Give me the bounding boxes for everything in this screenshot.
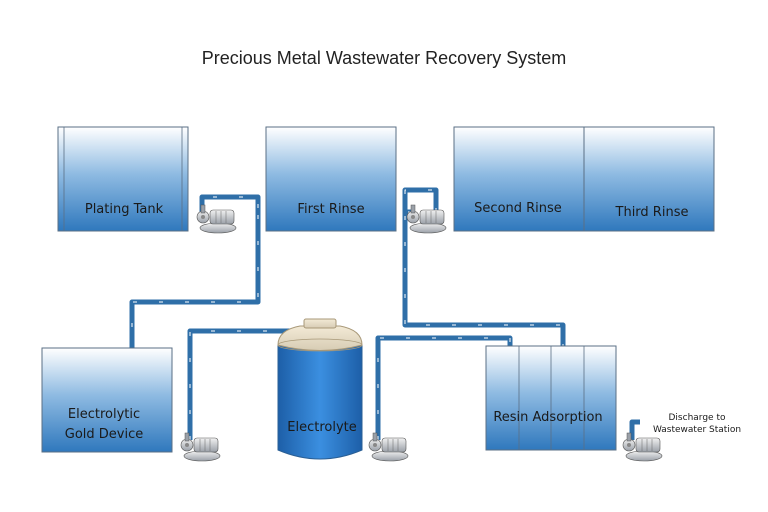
plating-tank-label: Plating Tank — [85, 202, 164, 217]
discharge-label-line1: Discharge to — [669, 413, 726, 423]
electrolyte-tank: Electrolyte — [277, 318, 363, 460]
pump-icon — [368, 432, 409, 462]
first-rinse-tank: First Rinse — [265, 126, 397, 232]
pump-icon — [622, 432, 663, 462]
electrolyte-label: Electrolyte — [287, 420, 356, 435]
pump-icon — [406, 204, 447, 234]
electrolytic-gold-device-label-line1: Electrolytic — [68, 407, 140, 422]
electrolytic-gold-device-label-line2: Gold Device — [65, 427, 143, 442]
diagram-title: Precious Metal Wastewater Recovery Syste… — [201, 48, 567, 68]
second-rinse-tank: Second Rinse — [453, 126, 585, 232]
resin-adsorption-label: Resin Adsorption — [493, 410, 602, 425]
second-rinse-label: Second Rinse — [474, 201, 562, 216]
plating-tank: Plating Tank — [57, 126, 189, 232]
third-rinse-tank: Third Rinse — [583, 126, 715, 232]
third-rinse-label: Third Rinse — [615, 205, 689, 220]
pump-icon — [196, 204, 237, 234]
discharge-label-line2: Wastewater Station — [653, 425, 741, 435]
first-rinse-label: First Rinse — [297, 202, 364, 217]
pump-icon — [180, 432, 221, 462]
resin-adsorption-unit: Resin Adsorption — [485, 345, 617, 451]
electrolytic-gold-device: Electrolytic Gold Device — [41, 347, 173, 453]
